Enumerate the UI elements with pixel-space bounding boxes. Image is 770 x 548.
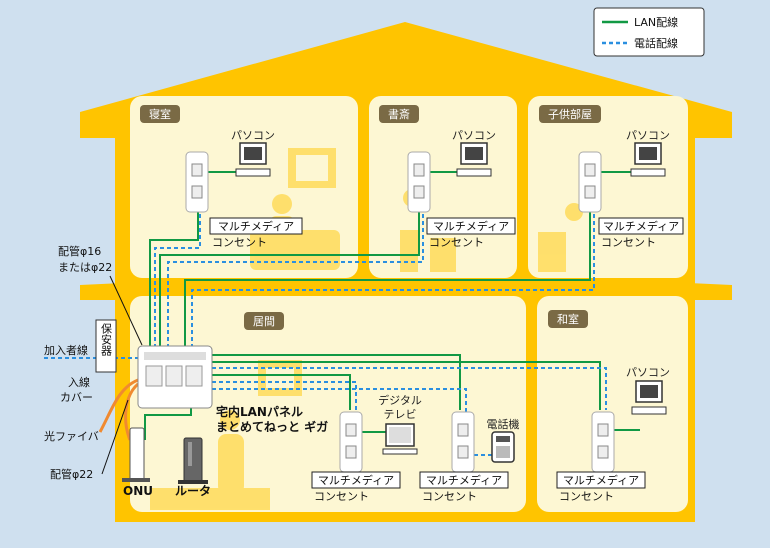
label-router: ルータ — [175, 484, 211, 498]
pc-icon-study — [456, 142, 492, 177]
outlet-label-study: マルチメディア コンセント — [426, 217, 516, 249]
furniture-silhouettes — [150, 148, 583, 510]
outlet-kids — [578, 151, 602, 213]
label-pc-study: パソコン — [452, 129, 496, 142]
annotation-pipe2-leader — [101, 399, 129, 475]
legend: LAN配線 電話配線 — [593, 7, 705, 57]
pc-icon-bedroom — [235, 142, 271, 177]
outlet-label-living-1: マルチメディア コンセント — [311, 471, 401, 503]
outlet-label-japanese: マルチメディア コンセント — [556, 471, 646, 503]
svg-text:コンセント: コンセント — [212, 236, 267, 249]
svg-text:コンセント: コンセント — [601, 236, 656, 249]
label-onu: ONU — [123, 484, 153, 498]
annotation-fiber: 光ファイバ — [44, 429, 99, 443]
outlet-living-2 — [451, 411, 475, 473]
svg-text:保安器: 保安器 — [100, 322, 113, 357]
router-icon — [178, 437, 208, 484]
annotation-cover-2: カバー — [60, 391, 93, 404]
svg-text:寝室: 寝室 — [149, 107, 171, 121]
svg-text:コンセント: コンセント — [314, 490, 369, 503]
svg-text:和室: 和室 — [557, 312, 579, 326]
label-pc-japanese: パソコン — [626, 366, 670, 379]
svg-text:マルチメディア: マルチメディア — [426, 473, 502, 487]
svg-text:子供部屋: 子供部屋 — [548, 107, 592, 121]
svg-text:マルチメディア: マルチメディア — [318, 473, 394, 487]
svg-text:居間: 居間 — [253, 315, 275, 328]
svg-text:マルチメディア: マルチメディア — [603, 219, 679, 233]
pc-icon-japanese — [631, 380, 667, 415]
fiber-line — [98, 378, 140, 441]
svg-text:マルチメディア: マルチメディア — [218, 219, 294, 233]
outlet-study — [407, 151, 431, 213]
onu-icon — [122, 427, 150, 482]
svg-text:マルチメディア: マルチメディア — [563, 473, 639, 487]
legend-lan-label: LAN配線 — [634, 15, 678, 29]
annotation-pipe1-2: またはφ22 — [58, 261, 112, 274]
svg-text:コンセント: コンセント — [422, 490, 477, 503]
svg-text:書斎: 書斎 — [388, 107, 410, 121]
pc-icon-kids — [630, 142, 666, 177]
annotation-cover-1: 入線 — [68, 375, 90, 389]
outlet-living-1 — [339, 411, 363, 473]
outlet-label-kids: マルチメディア コンセント — [598, 217, 684, 249]
room-tag-kids: 子供部屋 — [539, 105, 601, 123]
label-phone: 電話機 — [487, 417, 520, 431]
panel-label-1: 宅内LANパネル — [216, 404, 303, 419]
svg-text:マルチメディア: マルチメディア — [433, 219, 509, 233]
telephone-icon — [491, 431, 515, 463]
svg-text:コンセント: コンセント — [559, 490, 614, 503]
outlet-bedroom — [185, 151, 209, 213]
phone-wiring — [44, 210, 607, 456]
room-tag-study: 書斎 — [379, 105, 419, 123]
annotation-pipe2: 配管φ22 — [50, 467, 93, 481]
annotation-pipe1-leader — [109, 275, 143, 346]
lan-panel-box — [137, 345, 213, 409]
protector-label: 保安器 — [95, 319, 117, 373]
label-tv-1: デジタル — [378, 393, 422, 407]
legend-phone-label: 電話配線 — [634, 36, 678, 50]
outlet-label-bedroom: マルチメディア コンセント — [209, 217, 303, 249]
label-tv-2: テレビ — [384, 408, 417, 421]
room-tag-living: 居間 — [244, 312, 284, 330]
outlet-label-living-2: マルチメディア コンセント — [419, 471, 509, 503]
label-pc-kids: パソコン — [626, 129, 670, 142]
tv-icon — [382, 423, 418, 455]
label-pc-bedroom: パソコン — [231, 129, 275, 142]
room-tag-bedroom: 寝室 — [140, 105, 180, 123]
room-japanese — [537, 296, 688, 512]
annotation-subscriber: 加入者線 — [44, 343, 88, 357]
outlet-japanese — [591, 411, 615, 473]
lan-wiring — [144, 171, 640, 440]
panel-label-2: まとめてねっと ギガ — [216, 419, 328, 434]
svg-text:コンセント: コンセント — [429, 236, 484, 249]
annotation-pipe1-1: 配管φ16 — [58, 244, 101, 258]
room-tag-japanese: 和室 — [548, 310, 588, 328]
